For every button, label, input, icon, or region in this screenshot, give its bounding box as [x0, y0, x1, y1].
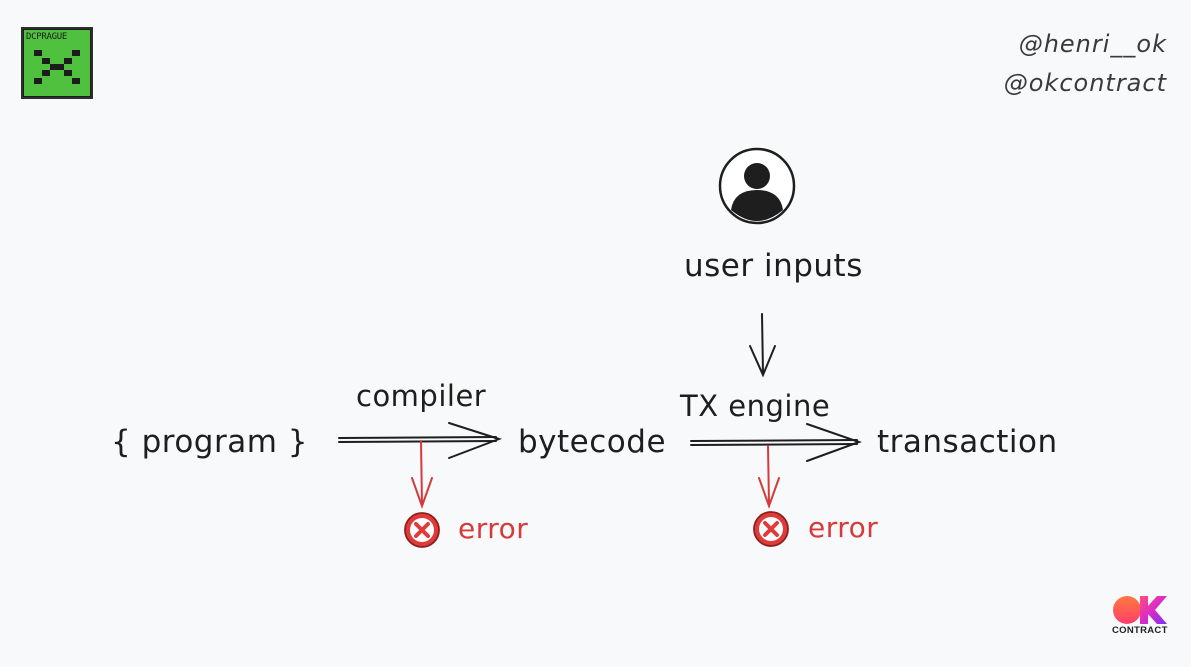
- tx-engine-error-label: error: [808, 511, 879, 544]
- handle-okcontract: @okcontract: [1003, 69, 1167, 97]
- tx-engine-label: TX engine: [680, 389, 831, 423]
- tx-engine-error-arrow: [758, 445, 780, 509]
- error-icon: [404, 512, 440, 548]
- error-icon: [753, 511, 789, 547]
- compiler-arrow: [338, 422, 503, 459]
- compiler-label: compiler: [356, 379, 487, 413]
- okcontract-logo-icon: [1113, 596, 1167, 624]
- dcprague-logo-text: DCPRAGUE: [26, 32, 67, 42]
- bytecode-node: bytecode: [518, 424, 667, 460]
- compiler-error-arrow: [411, 440, 433, 509]
- okcontract-logo: CONTRACT: [1110, 594, 1172, 640]
- user-inputs-label: user inputs: [684, 248, 863, 284]
- user-avatar-icon: [718, 147, 796, 225]
- compiler-error-label: error: [458, 512, 529, 545]
- tx-engine-arrow: [690, 423, 862, 462]
- program-node: { program }: [111, 424, 308, 460]
- user-inputs-arrow: [749, 313, 776, 378]
- handle-henri: @henri__ok: [1018, 30, 1167, 58]
- transaction-node: transaction: [877, 424, 1058, 460]
- dcprague-x-mark: [34, 50, 80, 84]
- dcprague-logo: DCPRAGUE: [21, 27, 93, 99]
- okcontract-logo-text: CONTRACT: [1112, 625, 1168, 636]
